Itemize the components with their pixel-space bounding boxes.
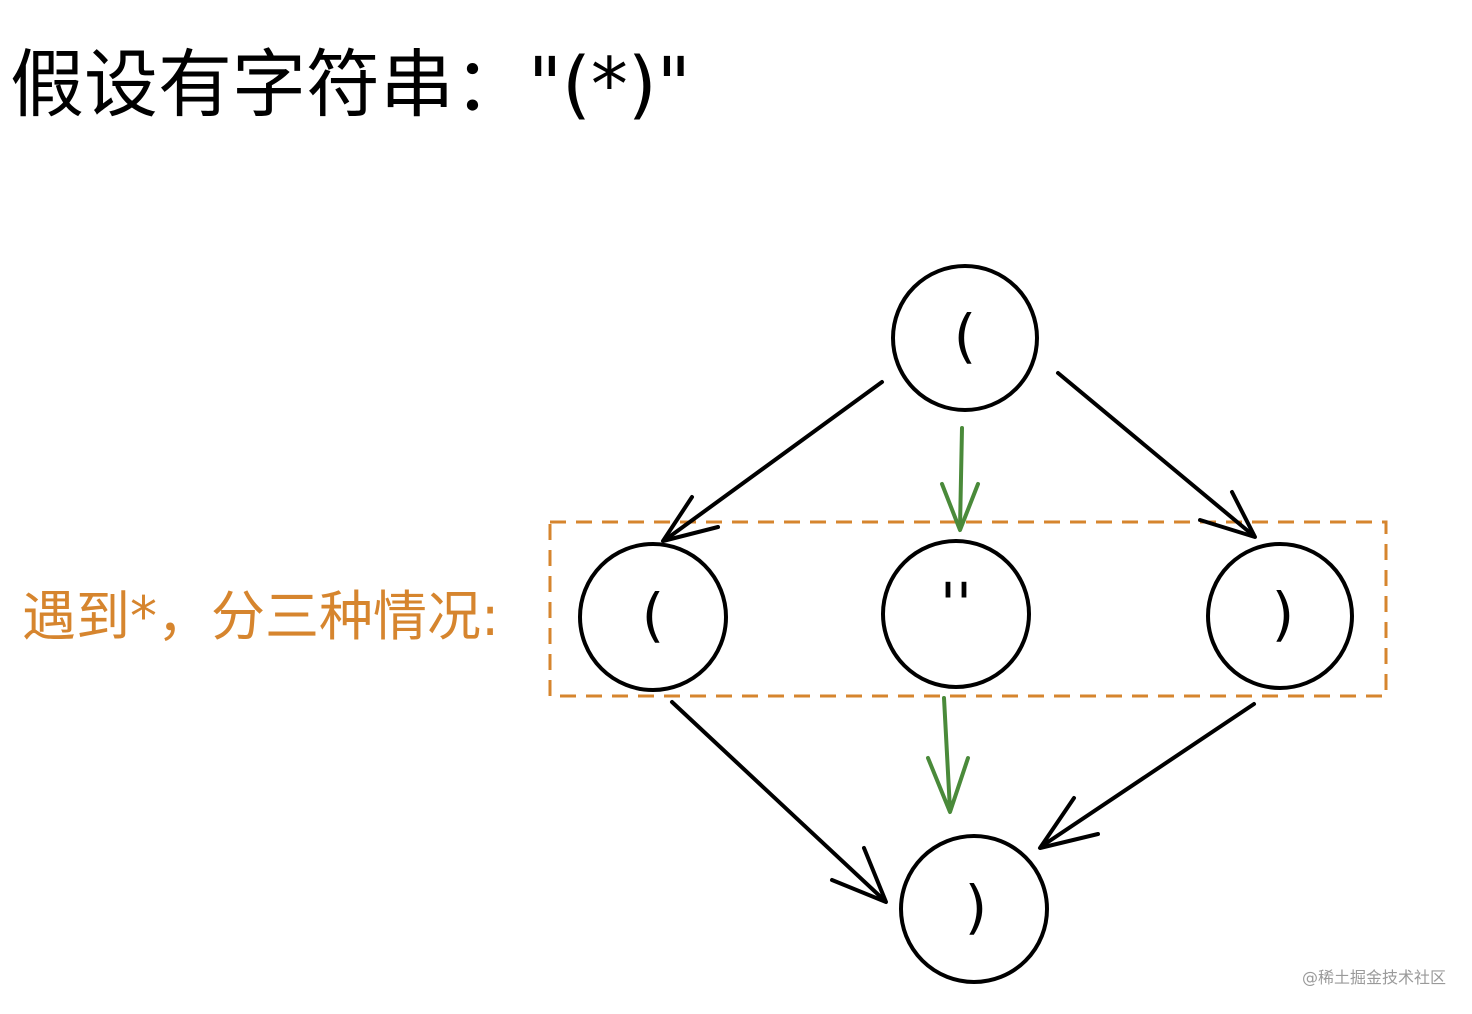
node-middle-label: '' <box>940 570 972 638</box>
edge-top-to-middle <box>940 426 980 532</box>
node-top-label: ( <box>954 302 977 370</box>
node-right-label: ) <box>1272 580 1295 648</box>
edge-right-to-bottom <box>1038 702 1256 850</box>
node-left: ( <box>578 542 728 692</box>
watermark: @稀土掘金技术社区 <box>1301 968 1446 987</box>
node-bottom: ) <box>899 834 1049 984</box>
edge-middle-to-bottom <box>926 696 970 814</box>
three-cases-label: 遇到*，分三种情况: <box>22 585 500 648</box>
edge-top-to-left <box>661 380 884 543</box>
node-left-label: ( <box>642 581 665 649</box>
edge-top-to-right <box>1056 371 1257 539</box>
node-right: ) <box>1206 542 1354 690</box>
node-top: ( <box>891 264 1039 412</box>
node-bottom-label: ) <box>965 873 988 941</box>
cases-highlight-box <box>548 520 1388 698</box>
node-middle: '' <box>881 539 1031 689</box>
title-text: 假设有字符串："(*)" <box>10 42 691 128</box>
edge-left-to-bottom <box>670 700 888 904</box>
